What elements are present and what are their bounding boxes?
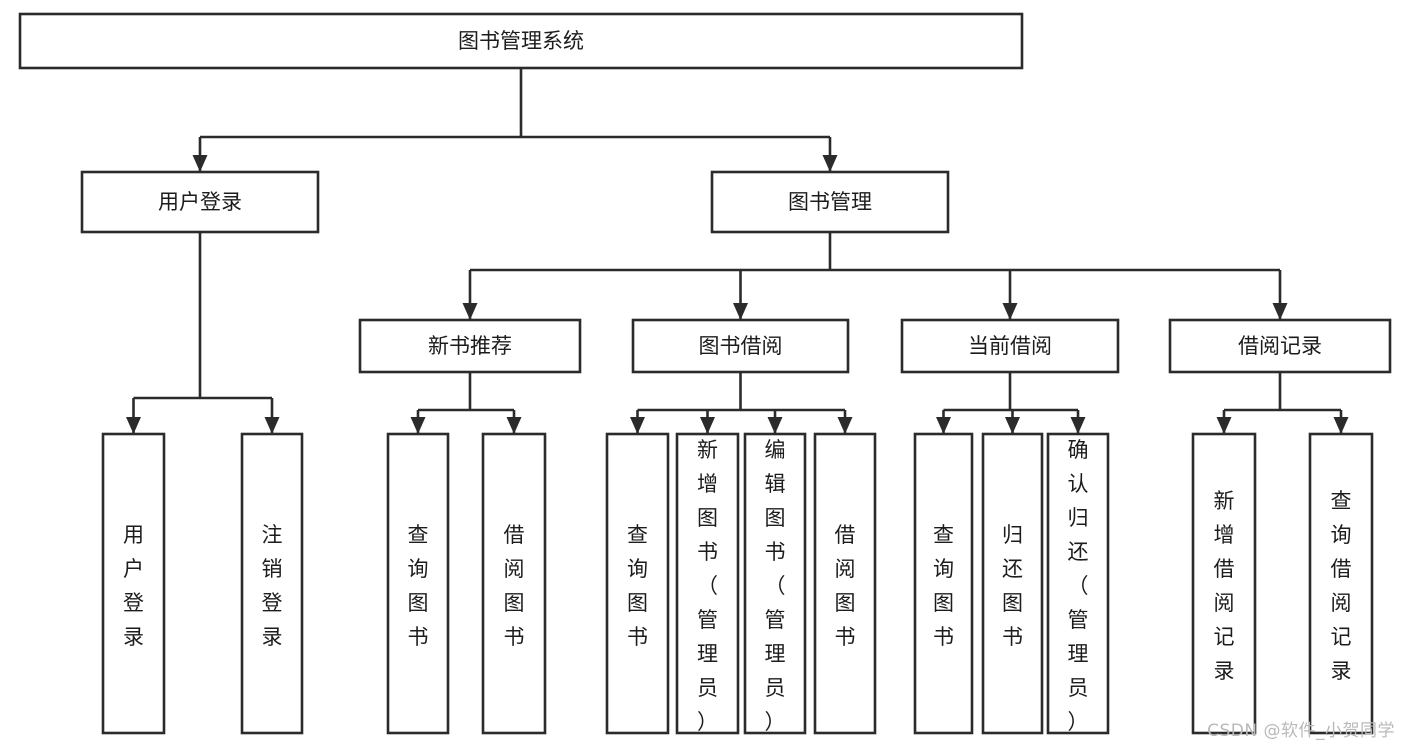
node-root[interactable]: 图书管理系统 [18,12,1024,70]
connector-arrow-icon [837,417,853,434]
node-user-login-box[interactable] [80,170,320,234]
connector-arrow-icon [1333,417,1349,434]
node-leaf-user-login-label: 用户登录 [123,523,144,649]
node-leaf-query-book-2-label: 查询图书 [627,523,648,649]
node-leaf-user-login[interactable]: 用户登录 [101,432,166,735]
node-current-borrow[interactable]: 当前借阅 [900,318,1120,374]
connector-arrow-icon [733,303,748,320]
node-layer: 图书管理系统用户登录图书管理新书推荐图书借阅当前借阅借阅记录用户登录注销登录查询… [18,12,1392,735]
node-root-label: 图书管理系统 [458,29,584,53]
node-current-borrow-box[interactable] [900,318,1120,374]
node-leaf-borrow-book-2-label: 借阅图书 [835,523,856,649]
node-current-borrow-label: 当前借阅 [968,334,1052,358]
node-leaf-query-record[interactable]: 查询借阅记录 [1308,432,1374,735]
node-leaf-borrow-book-1-label: 借阅图书 [504,523,525,649]
connector-arrow-icon [462,303,478,320]
node-leaf-borrow-book-1-box[interactable] [481,432,547,735]
connector-arrow-icon [264,417,280,434]
node-book-borrow-box[interactable] [631,318,850,374]
node-book-manage-label: 图书管理 [788,190,872,214]
node-new-book-rec-box[interactable] [358,318,582,374]
node-leaf-confirm-return-box[interactable] [1046,432,1110,735]
node-leaf-edit-book-label: 编辑图书（管理员） [765,438,786,734]
node-leaf-add-record[interactable]: 新增借阅记录 [1191,432,1257,735]
node-leaf-borrow-book-2[interactable]: 借阅图书 [813,432,877,735]
node-borrow-record-label: 借阅记录 [1238,334,1322,358]
node-leaf-add-book-label: 新增图书（管理员） [697,438,718,734]
node-user-login-label: 用户登录 [158,190,242,214]
node-leaf-query-book-1-label: 查询图书 [408,523,429,649]
connector-arrow-icon [700,417,715,434]
watermark-label: CSDN @软件_小贺同学 [1207,721,1395,741]
node-borrow-record[interactable]: 借阅记录 [1168,318,1392,374]
connector-arrow-icon [936,417,951,434]
node-leaf-return-book[interactable]: 归还图书 [981,432,1044,735]
node-leaf-confirm-return[interactable]: 确认归还（管理员） [1046,432,1110,735]
connector-arrow-icon [822,155,838,172]
node-root-box[interactable] [18,12,1024,70]
node-leaf-user-logout-label: 注销登录 [262,523,283,649]
connector-arrow-icon [767,417,783,434]
node-leaf-return-book-label: 归还图书 [1002,523,1023,649]
node-leaf-add-record-label: 新增借阅记录 [1214,489,1235,683]
node-new-book-rec[interactable]: 新书推荐 [358,318,582,374]
node-book-manage[interactable]: 图书管理 [710,170,950,234]
node-leaf-return-book-box[interactable] [981,432,1044,735]
node-leaf-query-book-1[interactable]: 查询图书 [386,432,450,735]
node-leaf-user-logout-box[interactable] [240,432,304,735]
node-leaf-add-book-box[interactable] [675,432,740,735]
connector-arrow-icon [126,417,141,434]
node-user-login[interactable]: 用户登录 [80,170,320,234]
node-leaf-query-book-2-box[interactable] [605,432,670,735]
node-leaf-user-logout[interactable]: 注销登录 [240,432,304,735]
node-leaf-query-book-3[interactable]: 查询图书 [913,432,974,735]
node-new-book-rec-label: 新书推荐 [428,334,512,358]
node-leaf-query-book-2[interactable]: 查询图书 [605,432,670,735]
connector-arrow-icon [506,417,522,434]
node-leaf-edit-book[interactable]: 编辑图书（管理员） [743,432,807,735]
node-leaf-add-book[interactable]: 新增图书（管理员） [675,432,740,735]
node-borrow-record-box[interactable] [1168,318,1392,374]
connector-arrow-icon [630,417,645,434]
node-leaf-confirm-return-label: 确认归还（管理员） [1068,438,1089,734]
connector-arrow-icon [1005,417,1020,434]
connector-arrow-icon [410,417,426,434]
node-leaf-query-record-label: 查询借阅记录 [1331,489,1352,683]
connector-arrow-icon [1216,417,1232,434]
node-leaf-query-book-3-box[interactable] [913,432,974,735]
node-book-borrow[interactable]: 图书借阅 [631,318,850,374]
node-leaf-query-record-box[interactable] [1308,432,1374,735]
connector-layer [126,68,1349,434]
node-book-manage-box[interactable] [710,170,950,234]
node-leaf-borrow-book-1[interactable]: 借阅图书 [481,432,547,735]
connector-arrow-icon [1272,303,1288,320]
node-leaf-borrow-book-2-box[interactable] [813,432,877,735]
node-leaf-edit-book-box[interactable] [743,432,807,735]
connector-arrow-icon [1070,417,1086,434]
node-leaf-query-book-1-box[interactable] [386,432,450,735]
node-leaf-user-login-box[interactable] [101,432,166,735]
connector-arrow-icon [192,155,208,172]
node-leaf-add-record-box[interactable] [1191,432,1257,735]
node-leaf-query-book-3-label: 查询图书 [933,523,954,649]
connector-arrow-icon [1002,303,1018,320]
node-book-borrow-label: 图书借阅 [699,334,783,358]
